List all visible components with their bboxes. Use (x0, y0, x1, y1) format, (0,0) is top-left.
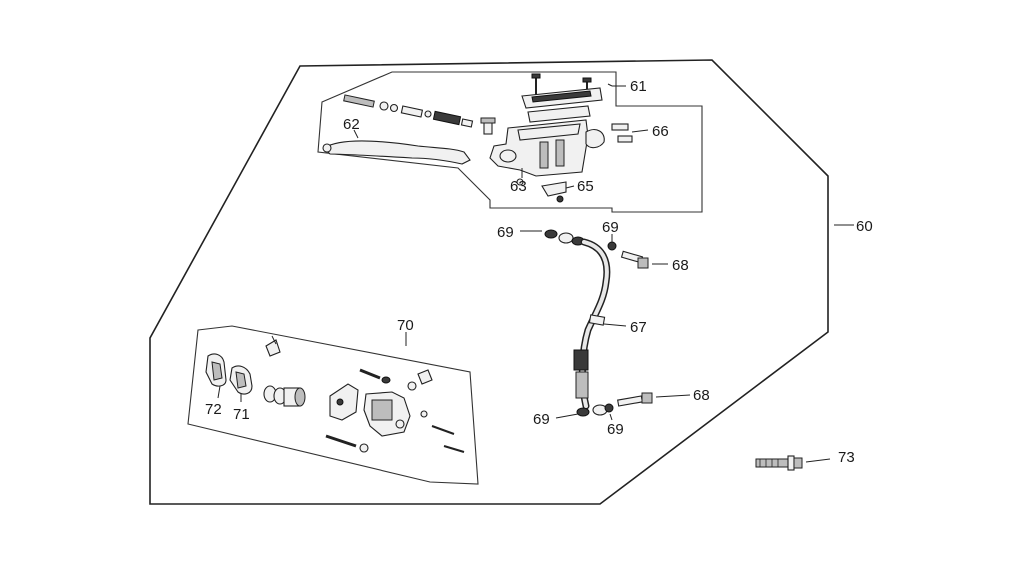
reservoir-diaphragm (527, 105, 591, 123)
callout-68-upper: 68 (672, 257, 689, 274)
brake-pads (205, 353, 253, 395)
brake-lever (323, 140, 471, 165)
callout-69-upper-right: 69 (602, 219, 619, 236)
caliper-pistons-seals (263, 385, 306, 407)
callouts: 60 61 62 63 65 66 67 68 68 69 69 69 69 7… (205, 78, 873, 466)
callout-73: 73 (838, 449, 855, 466)
callout-72: 72 (205, 401, 222, 418)
caliper-bolts (325, 368, 465, 453)
callout-60: 60 (856, 218, 873, 235)
master-cylinder-body (480, 73, 603, 177)
assembly-outline (149, 59, 829, 505)
callout-69-lower-left: 69 (533, 411, 550, 428)
master-cylinder-group-outline (317, 71, 703, 213)
callout-68-lower: 68 (693, 387, 710, 404)
bolt-73 (755, 455, 803, 471)
callout-61: 61 (630, 78, 647, 95)
callout-69-upper-left: 69 (497, 224, 514, 241)
callout-69-lower-right: 69 (607, 421, 624, 438)
callout-62: 62 (343, 116, 360, 133)
brake-lever-parts (322, 94, 474, 165)
caliper-body (363, 391, 411, 437)
callout-70: 70 (397, 317, 414, 334)
callout-66: 66 (652, 123, 669, 140)
callout-63: 63 (510, 178, 527, 195)
brake-hose (544, 229, 653, 417)
caliper-group-outline (187, 325, 479, 485)
caliper-bracket (329, 383, 359, 421)
pad-pin-clip (265, 335, 281, 357)
callout-65: 65 (577, 178, 594, 195)
brake-switch (585, 123, 633, 149)
lever-pin-kit (343, 94, 474, 128)
callout-71: 71 (233, 406, 250, 423)
callout-67: 67 (630, 319, 647, 336)
mirror-clamp (541, 181, 567, 203)
leader-lines (217, 83, 854, 463)
